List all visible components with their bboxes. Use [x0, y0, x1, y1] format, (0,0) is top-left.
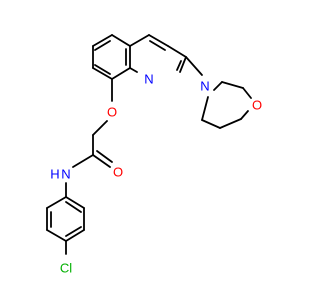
- carbonyl-oxygen-label: O: [113, 165, 123, 180]
- chlorine-label: Cl: [60, 261, 72, 276]
- morpholine-nitrogen-label: N: [200, 79, 209, 94]
- amide-hydrogen-label: H: [50, 167, 59, 182]
- amide-nitrogen-label: N: [61, 167, 70, 182]
- bonds: [46, 34, 252, 255]
- quinoline-nitrogen-label: N: [144, 72, 153, 87]
- ether-oxygen-label: O: [107, 105, 117, 120]
- morpholine-oxygen-label: O: [252, 98, 262, 113]
- chemical-structure: N N O O O N H Cl: [46, 34, 262, 276]
